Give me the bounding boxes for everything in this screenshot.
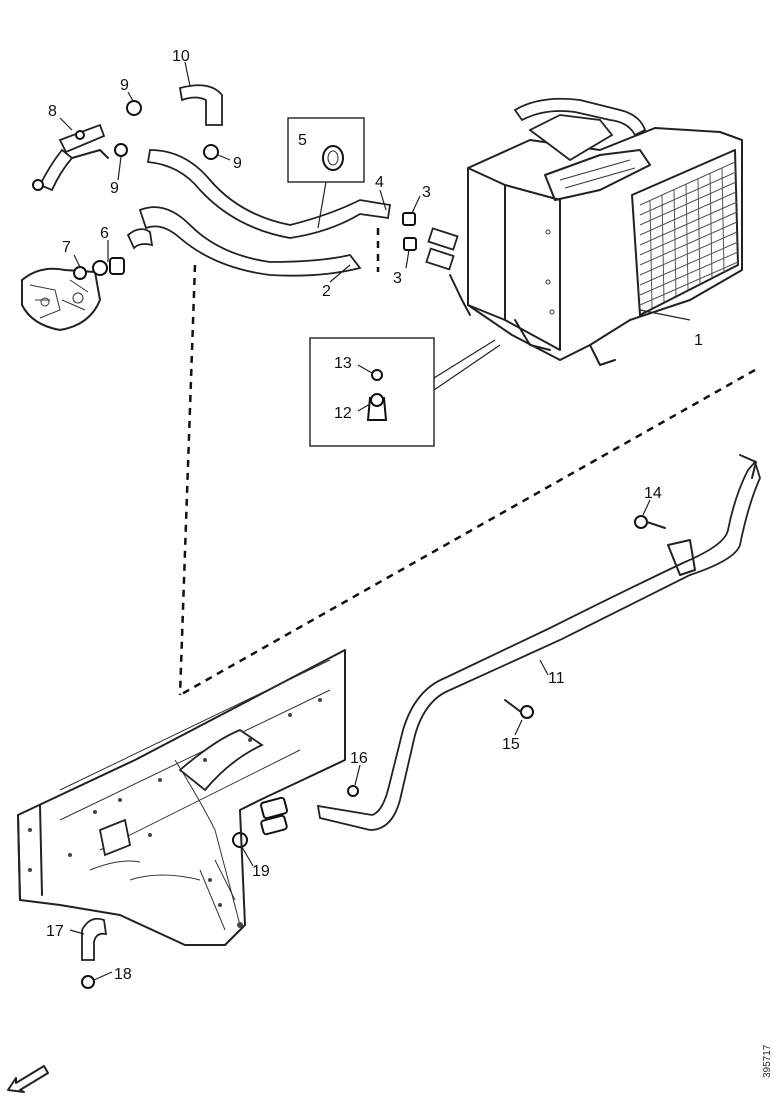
clamp-16 (347, 785, 359, 797)
bolt-14 (634, 515, 666, 529)
bolt-15 (504, 699, 534, 719)
callout-5: 5 (298, 132, 307, 149)
callout-1: 1 (694, 332, 703, 349)
callout-12: 12 (334, 405, 352, 422)
inset-box-5 (287, 117, 365, 229)
callout-18: 18 (114, 966, 132, 983)
callout-17: 17 (46, 923, 64, 940)
callout-2: 2 (322, 283, 331, 300)
lower-coolant-pipe (232, 454, 761, 848)
callout-3a: 3 (422, 184, 431, 201)
clamp-3b (403, 237, 417, 251)
clamp-9c (203, 144, 219, 160)
callouts: 1 2 3 3 4 5 6 7 8 9 9 9 10 11 12 13 14 1… (46, 48, 703, 983)
arrow-icon (7, 1065, 49, 1093)
callout-4: 4 (375, 174, 384, 191)
chassis-frame (17, 649, 346, 989)
callout-9c: 9 (233, 155, 242, 172)
clamp-18 (81, 975, 95, 989)
callout-3b: 3 (393, 270, 402, 287)
callout-10: 10 (172, 48, 190, 65)
drawing-reference-number: 395717 (762, 1044, 773, 1078)
upper-hose-set (21, 84, 417, 331)
callout-15: 15 (502, 736, 520, 753)
callout-7: 7 (62, 239, 71, 256)
assembly-guide-lines (178, 228, 756, 697)
callout-16: 16 (350, 750, 368, 767)
clamp-3a (402, 212, 416, 226)
callout-6: 6 (100, 225, 109, 242)
clamp-19 (232, 832, 248, 848)
leader-lines (59, 61, 691, 981)
fitting-6 (92, 260, 108, 276)
clamp-9b (114, 143, 128, 157)
callout-9b: 9 (110, 180, 119, 197)
inset-box-12-13 (309, 337, 501, 447)
callout-8: 8 (48, 103, 57, 120)
callout-14: 14 (644, 485, 662, 502)
radiator-assembly (425, 97, 743, 366)
clamp-7 (73, 266, 87, 280)
callout-13: 13 (334, 355, 352, 372)
callout-9a: 9 (120, 77, 129, 94)
clamp-9a (126, 100, 142, 116)
callout-11: 11 (548, 670, 565, 687)
callout-19: 19 (252, 863, 270, 880)
